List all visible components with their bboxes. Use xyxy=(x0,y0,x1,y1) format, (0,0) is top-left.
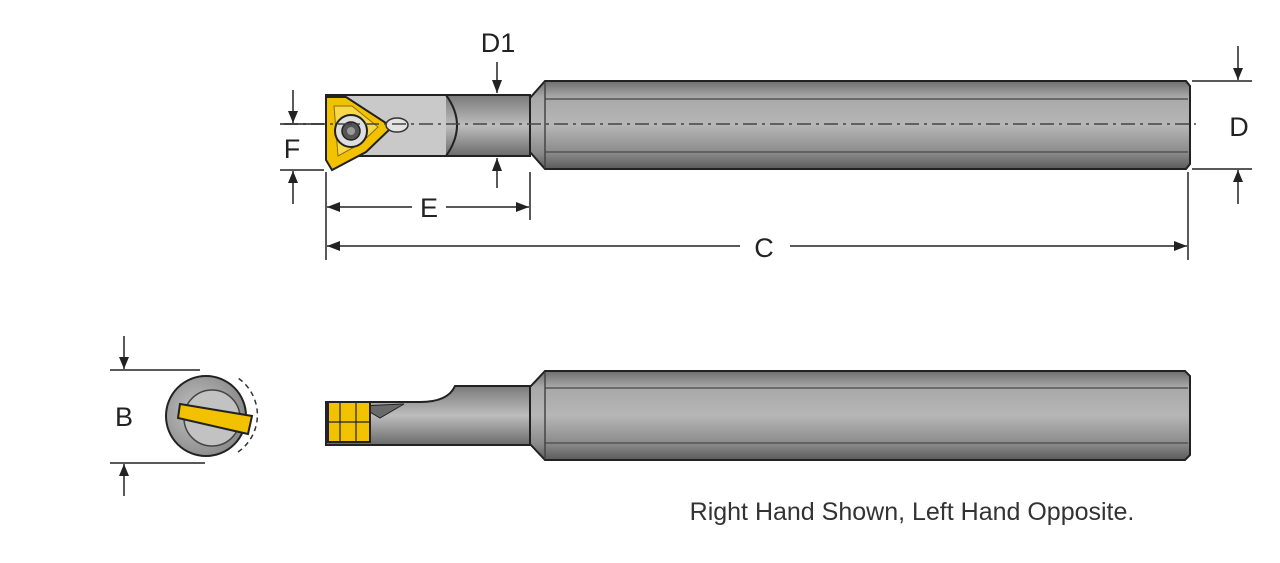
label-e: E xyxy=(420,193,438,223)
top-coolant-hole xyxy=(385,117,409,133)
top-shank xyxy=(529,80,1191,170)
side-view xyxy=(325,370,1191,461)
side-shank xyxy=(529,370,1191,461)
side-neck xyxy=(325,385,531,446)
caption: Right Hand Shown, Left Hand Opposite. xyxy=(690,498,1135,526)
end-view-insert xyxy=(176,402,254,436)
label-b: B xyxy=(115,402,133,432)
label-d: D xyxy=(1229,112,1249,142)
end-view-bore-dashed xyxy=(237,377,259,453)
label-d1: D1 xyxy=(481,28,516,58)
end-view: B xyxy=(110,336,259,496)
top-view: D1 D F E C xyxy=(280,28,1252,263)
label-c: C xyxy=(754,233,774,263)
label-f: F xyxy=(284,134,301,164)
